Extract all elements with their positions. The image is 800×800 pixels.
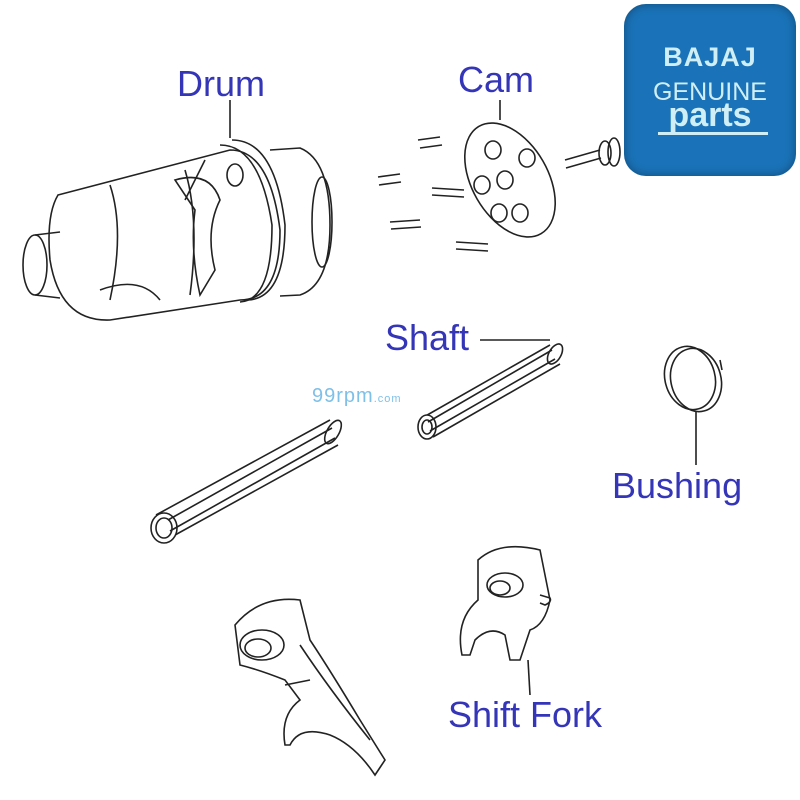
drum-part	[22, 100, 333, 321]
label-drum: Drum	[177, 63, 265, 104]
shift-fork-small	[459, 545, 552, 696]
cam-pins	[377, 136, 489, 252]
bushing-part	[663, 345, 723, 465]
bajaj-genuine-parts-logo: BAJAJ GENUINE parts	[624, 4, 796, 176]
shift-fork-large	[234, 598, 386, 777]
logo-genuine: GENUINE	[653, 78, 767, 106]
logo-parts: parts	[668, 96, 752, 134]
label-shaft: Shaft	[385, 317, 470, 358]
cam-part	[463, 100, 557, 238]
shaft-part-lower	[150, 419, 343, 544]
watermark-suffix: .com	[373, 393, 402, 405]
shaft-part-upper	[417, 339, 564, 440]
cam-screw	[564, 137, 621, 169]
logo-brand: BAJAJ	[663, 42, 757, 72]
logo-underline	[658, 132, 768, 135]
label-bushing: Bushing	[612, 465, 743, 506]
label-cam: Cam	[458, 59, 535, 100]
watermark: 99rpm.com	[312, 385, 402, 408]
label-shift-fork: Shift Fork	[448, 694, 603, 735]
watermark-main: 99rpm	[312, 385, 374, 407]
